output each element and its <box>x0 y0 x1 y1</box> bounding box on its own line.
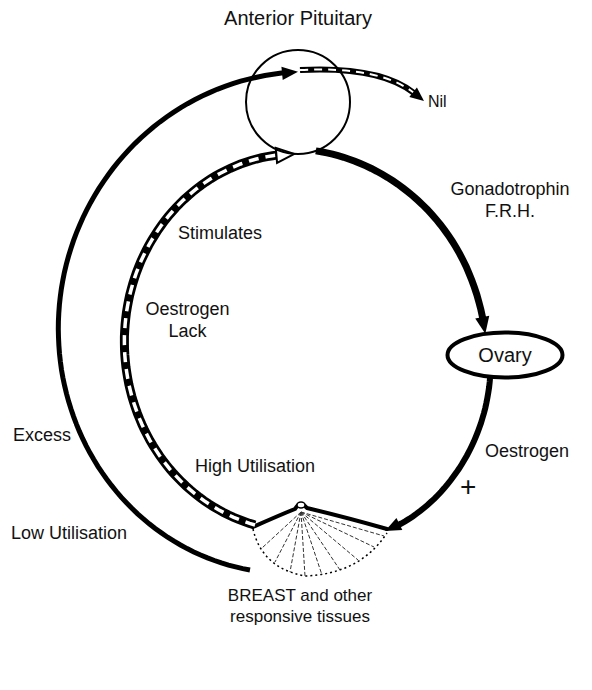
tissue-caption: BREAST and other responsive tissues <box>205 585 395 627</box>
edge-label: Gonadotrophin F.R.H. <box>445 178 575 222</box>
note-label: Low Utilisation <box>8 522 130 544</box>
arrow-head <box>475 316 489 334</box>
connector <box>58 67 298 570</box>
breast-outline <box>253 504 387 529</box>
connector-line <box>58 73 287 570</box>
tissue-label: BREAST and other responsive tissues <box>205 585 395 627</box>
circle-outline <box>244 48 352 156</box>
note-label: High Utilisation <box>195 455 315 477</box>
gland-heading: Anterior Pituitary <box>208 6 388 30</box>
tissue-node: BREAST and other responsive tissues <box>195 495 405 627</box>
arrow-head <box>385 518 402 531</box>
label-holder: High Utilisation <box>195 455 315 477</box>
note-label: Oestrogen Lack <box>140 298 235 342</box>
excess-continuation-dash <box>300 69 414 93</box>
excess-continuation <box>300 69 414 93</box>
ellipse-shape <box>448 333 563 378</box>
duct-line <box>301 512 305 576</box>
note-label: Excess <box>10 424 74 446</box>
duct-line <box>290 512 301 572</box>
note-label: Stimulates <box>178 222 262 244</box>
label-holder: Nil <box>428 92 447 111</box>
label-holder: + <box>460 470 476 504</box>
connector <box>316 151 489 334</box>
nipple <box>297 502 305 508</box>
arrow-head <box>281 67 298 80</box>
end-label: Nil <box>428 92 447 111</box>
label-block: Ovary <box>478 343 531 367</box>
duct-line <box>275 512 301 562</box>
circle-shape <box>246 50 350 154</box>
label-holder: Low Utilisation <box>8 522 130 544</box>
arrow-head <box>409 88 424 102</box>
connector-line <box>316 151 483 322</box>
label-holder: Gonadotrophin F.R.H. <box>445 178 575 222</box>
label-holder: Oestrogen <box>485 440 569 462</box>
label-holder: Oestrogen Lack <box>140 298 235 342</box>
organ-label: Ovary <box>478 343 531 367</box>
label-holder: Stimulates <box>178 222 262 244</box>
gland-circle: Anterior Pituitary <box>208 6 388 156</box>
heading-block: Anterior Pituitary <box>208 6 388 30</box>
edge-label: Oestrogen <box>485 440 569 462</box>
sign-label: + <box>460 470 476 504</box>
connector-line <box>395 377 490 526</box>
organ-ellipse: Ovary <box>445 330 565 380</box>
duct-line <box>301 512 340 570</box>
label-holder: Excess <box>10 424 74 446</box>
connector <box>385 377 490 531</box>
